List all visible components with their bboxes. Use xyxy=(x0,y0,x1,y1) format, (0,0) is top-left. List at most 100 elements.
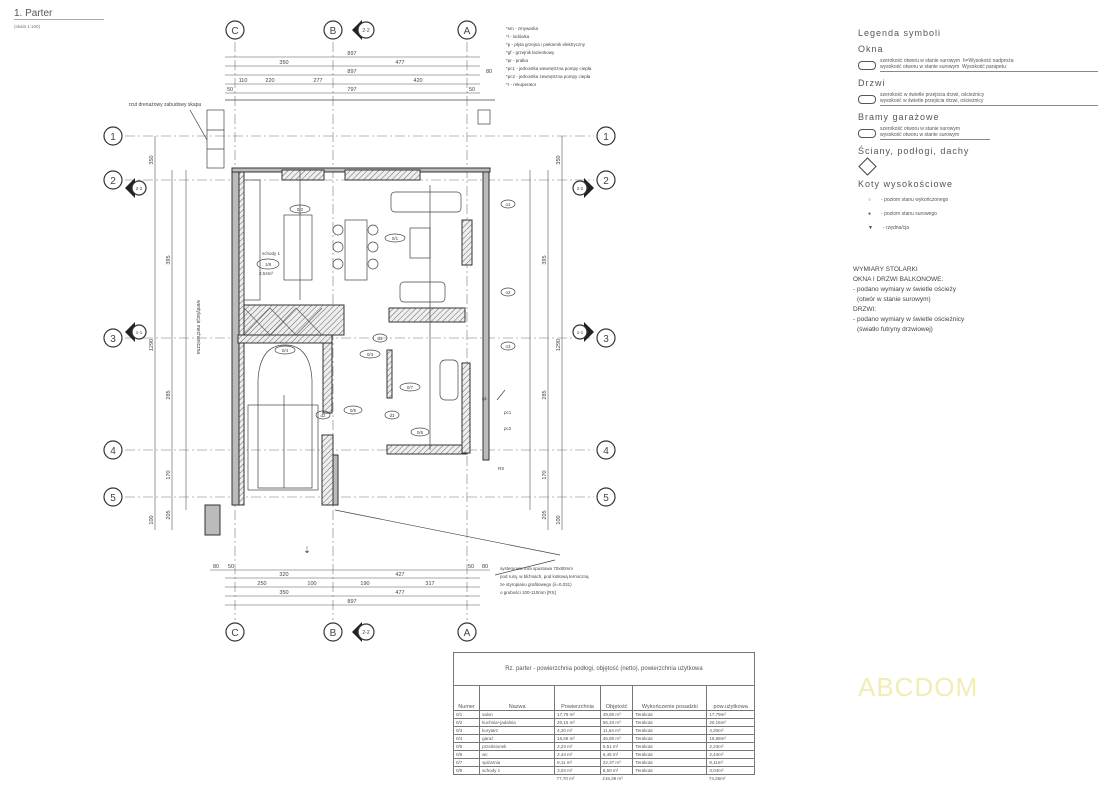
column-header: Wykończenie posadzki xyxy=(632,685,708,711)
legend-text: - rzędna/cja xyxy=(882,225,910,231)
table-cell: 0/2 xyxy=(452,718,481,727)
legend-gates-heading: Bramy garażowe xyxy=(858,112,940,122)
note: *pc2 - jednostka zewnętrzna pompy ciepła xyxy=(506,74,591,79)
table-cell: spiżarnia xyxy=(479,758,556,767)
room-tags: 0/2 0/1 0/3 0/4 0/7 0/5 0/6 1/8 schody 1… xyxy=(256,199,516,471)
window-tag: o2 xyxy=(505,290,511,295)
legend-text: - poziom stanu surowego xyxy=(881,211,937,217)
table-cell: Terakota xyxy=(632,726,708,735)
equipment-notes: *sm - zmywarka *l - lodówka *p - płyta g… xyxy=(506,26,592,87)
table-cell: 0/6 xyxy=(452,750,481,759)
table-cell: 0/8 xyxy=(452,766,481,775)
rs-tag: RS xyxy=(498,466,504,471)
dim-label: 320 xyxy=(279,572,288,578)
scale-label: (skala 1:100) xyxy=(14,24,41,29)
area-table: Rz. parter - powierzchnia podłogi, objęt… xyxy=(452,652,755,782)
table-cell: 20,15m² xyxy=(706,718,755,727)
walls xyxy=(204,167,491,536)
side-dimensions: 350 1290 395 285 170 205 100 350 1290 39… xyxy=(149,136,563,530)
axis-label-a-bottom: A xyxy=(464,628,471,639)
table-cell: 6,51 m³ xyxy=(599,742,634,751)
table-cell: 2,23 m² xyxy=(554,742,601,751)
dim-label: 205 xyxy=(166,510,172,519)
dim-label: 170 xyxy=(542,470,548,479)
dim-label: 277 xyxy=(313,78,322,84)
dim-label: 80 xyxy=(486,69,492,75)
joinery-text: - podano wymiary w świetle ościeży xyxy=(853,286,956,293)
table-cell: 22,37 m³ xyxy=(599,758,634,767)
note: *l - lodówka xyxy=(506,34,530,39)
joinery-title: WYMIARY STOLARKI xyxy=(853,266,918,273)
table-cell: Terakota xyxy=(632,742,708,751)
legend-text: Wysokość parapetu xyxy=(961,64,1006,70)
column-markers: C B A C B A 2-2 2-2 xyxy=(225,20,477,642)
legend-text: h=Wysokość nadprożа xyxy=(962,58,1014,64)
axis-label-1-right: 1 xyxy=(603,132,609,143)
axis-label-5-right: 5 xyxy=(603,493,609,504)
row-markers: 1 2 3 4 5 1 2 3 4 5 2-2 1-1 2-2 1-1 xyxy=(103,126,616,507)
dim-label: 420 xyxy=(413,78,422,84)
door-tag: d2 xyxy=(320,413,326,418)
table-cell: 17,79 m² xyxy=(554,710,601,719)
dim-label: 100 xyxy=(307,581,316,587)
table-cell: 56,40 m³ xyxy=(599,718,634,727)
axis-label-4-right: 4 xyxy=(603,446,609,457)
column-header: Nazwa xyxy=(479,685,556,711)
axis-label-5-left: 5 xyxy=(110,493,116,504)
wall-symbol-icon xyxy=(858,157,877,176)
table-cell: Terakota xyxy=(632,710,708,719)
note: *p - płyta grzejna i piekarnik elektrycz… xyxy=(506,42,586,47)
legend-title: Legenda symboli xyxy=(858,28,942,38)
joinery-text: DRZWI: xyxy=(853,306,877,313)
axis-label-3-left: 3 xyxy=(110,334,116,345)
joinery-text: (światło futryny drzwiowej) xyxy=(857,326,933,333)
table-cell: Terakota xyxy=(632,758,708,767)
entrance-arrow: ⇣ xyxy=(303,545,311,555)
legend-text: szerokość w świetle przejścia drzwi, ośc… xyxy=(880,92,985,98)
table-cell: Terakota xyxy=(632,766,708,775)
section-marker-right-3: 1-1 xyxy=(577,330,584,335)
furniture: ⇣ xyxy=(243,170,561,576)
dim-label: 250 xyxy=(257,581,266,587)
dim-label: 317 xyxy=(425,581,434,587)
note: *r - rekuperator xyxy=(506,82,537,87)
stairs-tag: 1/8 xyxy=(265,262,272,267)
legend-windows-heading: Okna xyxy=(858,44,884,54)
note: *pc1 - jednostka wewnętrzna pompy ciepła xyxy=(506,66,592,71)
table-cell: 0/7 xyxy=(452,758,481,767)
room-tag: 0/4 xyxy=(282,348,289,353)
table-cell: 3,04m² xyxy=(706,766,755,775)
dim-label: 100 xyxy=(149,515,155,524)
table-cell: Terakota xyxy=(632,750,708,759)
table-cell: 16,68m² xyxy=(706,734,755,743)
dim-label: 427 xyxy=(395,572,404,578)
dim-label: 797 xyxy=(347,87,356,93)
note: *gf - grzejnik łazienkowy xyxy=(506,50,555,55)
table-cell: 4,20 m² xyxy=(554,726,601,735)
pc1-tag: pc1 xyxy=(504,410,512,415)
table-cell: 20,15 m² xyxy=(554,718,601,727)
table-cell: 8,50 m³ xyxy=(599,766,634,775)
column-header: Powierzchnia xyxy=(554,685,601,711)
table-cell: przedsionek xyxy=(479,742,556,751)
total-usable-area: 74,26m² xyxy=(708,776,726,781)
door-symbol-icon xyxy=(858,94,876,104)
pc2-tag: pc2 xyxy=(504,426,512,431)
legend-text: wysokość otworu w stanie surowym xyxy=(880,64,960,70)
dim-label: 1290 xyxy=(556,339,562,351)
legend-levels-heading: Koty wysokościowe xyxy=(858,179,954,189)
ventilation-label: wentylacja mechaniczna xyxy=(195,300,201,354)
dim-label: 100 xyxy=(556,515,562,524)
legend-text: wysokość otworu w stanie surowym xyxy=(880,132,960,138)
watermark: ABCDOM xyxy=(858,672,979,702)
room-tag: 0/5 xyxy=(350,408,357,413)
section-marker-left-3: 1-1 xyxy=(136,330,143,335)
table-cell: 11,64 m³ xyxy=(599,726,634,735)
axis-label-a-top: A xyxy=(464,26,471,37)
